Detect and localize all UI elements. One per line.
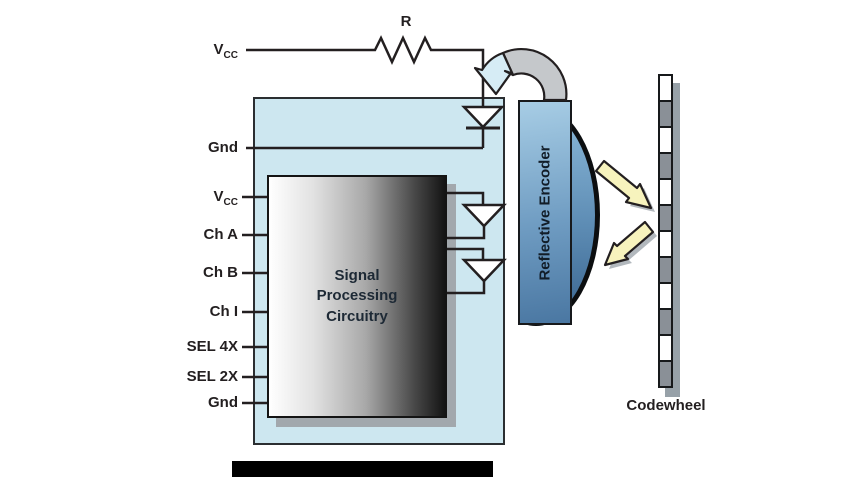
- signal-processing-block: Signal Processing Circuitry: [267, 175, 447, 418]
- codewheel-facet: [660, 154, 671, 180]
- reflective-encoder-block: Reflective Encoder: [518, 100, 572, 325]
- signal-processing-label: Signal Processing Circuitry: [316, 267, 398, 325]
- resistor-label: R: [400, 13, 412, 30]
- pin-label-gnd-bottom: Gnd: [208, 394, 238, 411]
- codewheel-facet: [660, 102, 671, 128]
- codewheel-facet: [660, 362, 671, 386]
- pin-label-vcc: VCC: [213, 188, 238, 208]
- pin-label-ch-b: Ch B: [203, 264, 238, 281]
- codewheel-facet: [660, 232, 671, 258]
- codewheel-facet: [660, 258, 671, 284]
- pin-label-sel-2x: SEL 2X: [186, 368, 238, 385]
- codewheel-strip: [658, 74, 673, 388]
- pin-label-sel-4x: SEL 4X: [186, 338, 238, 355]
- pin-label-gnd-top: Gnd: [208, 139, 238, 156]
- light-arrow-shadows: [600, 165, 657, 269]
- codewheel-facet: [660, 206, 671, 232]
- curved-ribbon-arrowhead: [473, 51, 515, 96]
- codewheel-facet: [660, 128, 671, 154]
- pin-label-ch-a: Ch A: [203, 226, 238, 243]
- light-arrow-back-icon: [603, 220, 655, 267]
- codewheel-facet: [660, 284, 671, 310]
- reflective-encoder-label: Reflective Encoder: [536, 144, 554, 281]
- codewheel-label: Codewheel: [626, 397, 706, 414]
- codewheel-facet: [660, 180, 671, 206]
- curved-ribbon-arrow-icon: [501, 48, 568, 102]
- codewheel-facet: [660, 76, 671, 102]
- redacted-caption-bar: [232, 461, 493, 477]
- pin-label-ch-i: Ch I: [209, 303, 238, 320]
- pin-label-vcc-top: VCC: [213, 41, 238, 61]
- codewheel-facet: [660, 336, 671, 362]
- codewheel-facet: [660, 310, 671, 336]
